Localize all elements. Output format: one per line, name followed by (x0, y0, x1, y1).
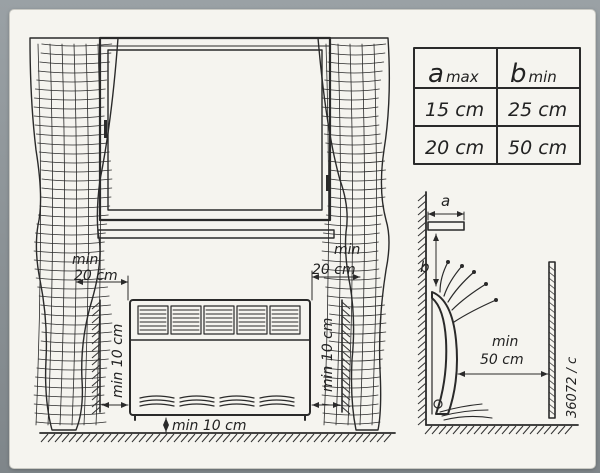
table-row-2-b: 50 cm (508, 137, 567, 159)
min-side-right: min 10 cm (320, 318, 336, 392)
right-side-wall (341, 299, 351, 415)
heater-front (129, 299, 311, 421)
side-view-floor (424, 424, 579, 435)
dimension-table (413, 47, 581, 165)
warm-air-arrows (439, 260, 498, 421)
side-view-obstacle (548, 261, 556, 419)
windowsill (97, 229, 335, 239)
min-floor: min 10 cm (172, 418, 246, 434)
side-dimension-50cm (457, 371, 549, 377)
min-right-word: min (334, 242, 360, 258)
floor (39, 432, 396, 443)
left-side-wall (91, 299, 101, 415)
side-label-a: a (441, 192, 450, 210)
side-label-b: b (420, 258, 430, 276)
dimension-right-20cm (311, 270, 361, 301)
min-side-left: min 10 cm (110, 324, 126, 398)
dimension-side-left (101, 402, 129, 408)
side-dimension-b (433, 233, 439, 287)
side-min-word: min (492, 334, 518, 350)
min-left-word: min (72, 252, 98, 268)
table-row-1-a: 15 cm (425, 99, 484, 121)
table-row-2-a: 20 cm (425, 137, 484, 159)
dimension-left-20cm (75, 275, 129, 301)
side-view-shelf (427, 211, 465, 231)
left-curtain (29, 37, 119, 431)
window (98, 36, 332, 222)
dimension-side-right (311, 402, 341, 408)
min-right-value: 20 cm (312, 262, 356, 278)
side-min-value: 50 cm (480, 352, 524, 368)
dimension-floor (163, 417, 169, 433)
table-row-1-b: 25 cm (508, 99, 567, 121)
min-left-value: 20 cm (74, 268, 118, 284)
side-view-wall (417, 191, 427, 426)
part-number: 36072 / c (565, 357, 580, 418)
heater-side (431, 291, 458, 415)
